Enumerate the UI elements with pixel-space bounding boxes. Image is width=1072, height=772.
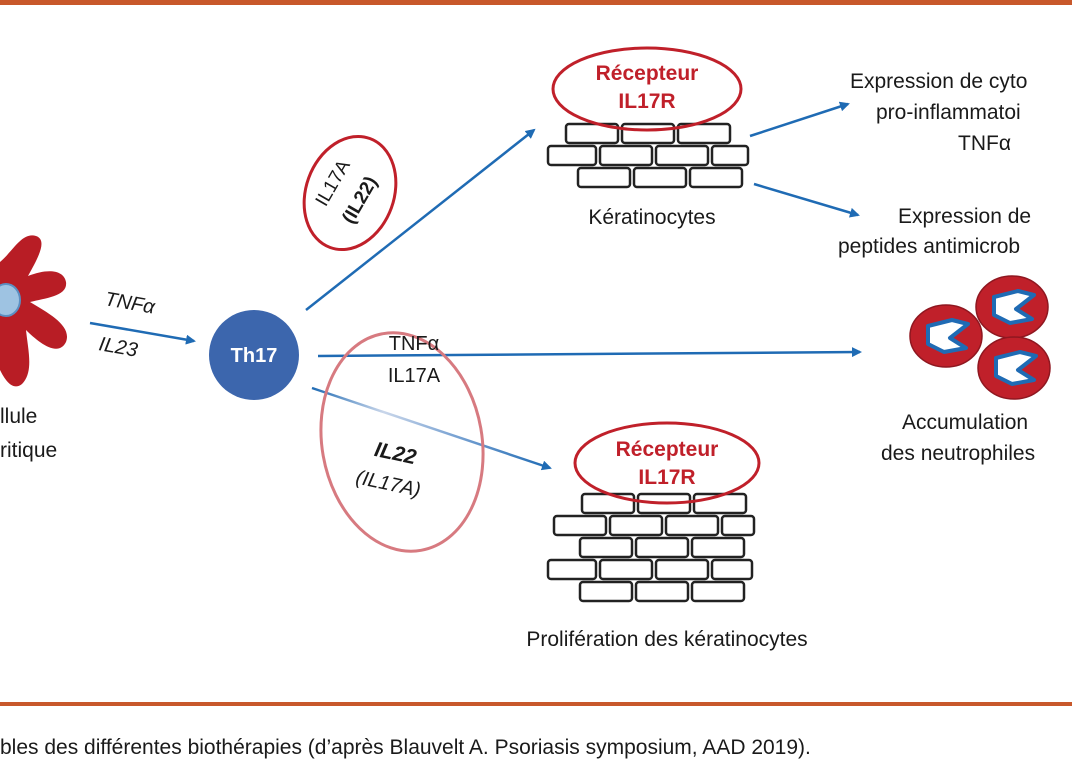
- arrow-th17-to-keratinocytes: [305, 128, 536, 311]
- brick: [576, 166, 632, 189]
- brick: [710, 558, 754, 581]
- expr-cyto-line3: TNFα: [958, 132, 1011, 155]
- neutrophil-nucleus-icon: [926, 318, 970, 354]
- brick: [690, 580, 746, 603]
- expr-peptides-line1: Expression de: [898, 205, 1031, 228]
- brick: [654, 558, 710, 581]
- arrow-to-cytokines: [749, 101, 850, 138]
- cell-label-line1: llule: [0, 405, 37, 428]
- brick: [664, 514, 720, 537]
- accumulation-line1: Accumulation: [902, 411, 1028, 434]
- tnf-alpha-label: TNFα: [103, 288, 157, 319]
- brick: [690, 536, 746, 559]
- mid-tnf-label: TNFα: [389, 333, 439, 355]
- neutrophils-cluster: [909, 275, 1051, 400]
- bottom-rule: [0, 702, 1072, 706]
- brick: [552, 514, 608, 537]
- oval-bottom-line2: (IL17A): [354, 467, 423, 502]
- receptor-oval-bottom: [573, 421, 761, 505]
- keratinocytes-label: Kératinocytes: [588, 206, 715, 229]
- brick: [632, 166, 688, 189]
- keratinocyte-wall-bottom: [546, 492, 756, 603]
- oval-bottom-line1: IL22: [372, 438, 418, 469]
- mid-il17a-label: IL17A: [388, 365, 441, 387]
- arrow-th17-to-neutrophils: [317, 347, 862, 358]
- neutrophil-nucleus-icon: [992, 289, 1036, 325]
- brick: [564, 122, 620, 145]
- brick: [654, 144, 710, 167]
- arrow-th17-to-proliferation: [311, 386, 552, 471]
- receptor-oval-top: [551, 46, 743, 132]
- expr-cyto-line2: pro-inflammatoi: [876, 101, 1021, 124]
- expr-cyto-line1: Expression de cyto: [850, 70, 1027, 93]
- receptor-bottom-line1: Récepteur: [616, 438, 719, 461]
- accumulation-line2: des neutrophiles: [881, 442, 1035, 465]
- figure-caption: bles des différentes biothérapies (d’apr…: [0, 736, 811, 759]
- top-rule: [0, 0, 1072, 5]
- brick: [608, 514, 664, 537]
- brick: [634, 536, 690, 559]
- brick: [546, 558, 598, 581]
- brick: [688, 166, 744, 189]
- brick: [580, 492, 636, 515]
- brick: [546, 144, 598, 167]
- receptor-bottom-line2: IL17R: [638, 466, 695, 489]
- expr-peptides-line2: peptides antimicrob: [838, 235, 1020, 258]
- receptor-top-line1: Récepteur: [596, 62, 699, 85]
- oval-il22-il17a: [319, 331, 485, 553]
- brick: [578, 536, 634, 559]
- brick: [598, 144, 654, 167]
- brick: [710, 144, 750, 167]
- th17-label: Th17: [231, 345, 278, 367]
- th17-cell: [209, 310, 299, 400]
- il23-label: IL23: [97, 333, 139, 361]
- proliferation-label: Prolifération des kératinocytes: [526, 628, 807, 651]
- brick: [634, 580, 690, 603]
- receptor-top-line2: IL17R: [618, 90, 675, 113]
- cell-label-line2: ritique: [0, 439, 57, 462]
- brick: [620, 122, 676, 145]
- neutrophil-nucleus-icon: [994, 350, 1038, 386]
- keratinocyte-wall-top: [546, 122, 750, 189]
- dendritic-cell: [0, 235, 68, 387]
- brick: [578, 580, 634, 603]
- arrow-cell-to-th17: [89, 321, 196, 345]
- brick: [598, 558, 654, 581]
- arrow-to-peptides: [753, 182, 860, 218]
- brick: [676, 122, 732, 145]
- brick: [720, 514, 756, 537]
- oval-il17a-il22: [302, 134, 398, 252]
